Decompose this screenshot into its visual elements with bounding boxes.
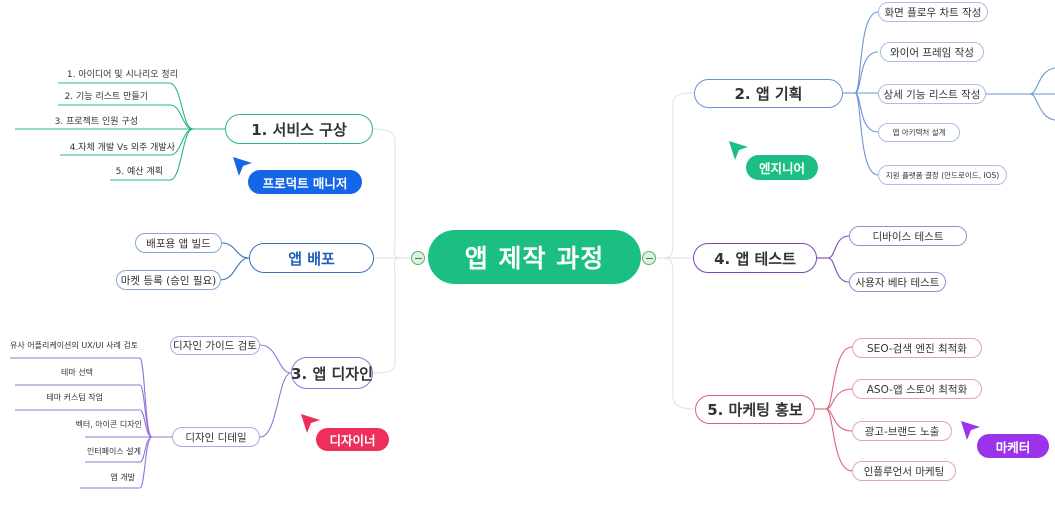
plan-item[interactable]: 와이어 프레임 작성 bbox=[880, 42, 984, 62]
branch-marketing[interactable]: 5. 마케팅 홍보 bbox=[695, 395, 815, 424]
branch-design[interactable]: 3. 앱 디자인 bbox=[291, 357, 373, 389]
cursor-pointer-icon bbox=[961, 421, 980, 440]
service-lines bbox=[15, 82, 225, 181]
marketing-item[interactable]: 인플루언서 마케팅 bbox=[852, 461, 956, 481]
test-item[interactable]: 디바이스 테스트 bbox=[849, 226, 967, 246]
deploy-item[interactable]: 마켓 등록 (승인 필요) bbox=[116, 270, 221, 290]
trunk-right-lines bbox=[657, 92, 695, 410]
role-tag-pm: 프로덕트 매니저 bbox=[248, 170, 362, 194]
service-item[interactable]: 1. 아이디어 및 시나리오 정리 bbox=[66, 70, 178, 80]
plan-lines bbox=[843, 11, 1055, 176]
branch-service[interactable]: 1. 서비스 구상 bbox=[225, 114, 373, 144]
marketing-item[interactable]: ASO-앱 스토어 최적화 bbox=[852, 379, 982, 399]
cursor-pointer-icon bbox=[233, 157, 252, 176]
plan-item[interactable]: 앱 아키텍처 설계 bbox=[878, 123, 960, 142]
design-detail-item[interactable]: 테마 선택 bbox=[61, 368, 93, 377]
plan-item[interactable]: 화면 플로우 차트 작성 bbox=[878, 2, 988, 22]
service-item[interactable]: 4.자체 개발 Vs 외주 개발사 bbox=[69, 143, 175, 153]
design-item[interactable]: 디자인 디테일 bbox=[172, 427, 260, 447]
role-tag-engineer: 엔지니어 bbox=[746, 155, 818, 180]
branch-deploy[interactable]: 앱 배포 bbox=[249, 243, 374, 273]
role-tag-designer: 디자이너 bbox=[316, 428, 389, 451]
service-item[interactable]: 2. 기능 리스트 만들기 bbox=[64, 92, 148, 102]
cursor-pointer-icon bbox=[729, 141, 748, 160]
design-detail-item[interactable]: 인터페이스 설계 bbox=[86, 447, 141, 456]
service-item[interactable]: 3. 프로젝트 인원 구성 bbox=[54, 117, 138, 127]
plan-item[interactable]: 지원 플랫폼 결정 (안드로이드, IOS) bbox=[878, 165, 1007, 185]
design-detail-item[interactable]: 앱 개발 bbox=[110, 473, 135, 482]
service-item[interactable]: 5. 예산 계획 bbox=[115, 167, 163, 177]
design-detail-item[interactable]: 벡터, 아이콘 디자인 bbox=[75, 420, 142, 429]
test-lines bbox=[817, 235, 850, 283]
minus-icon bbox=[414, 257, 422, 259]
collapse-right-toggle[interactable] bbox=[642, 251, 656, 265]
deploy-item[interactable]: 배포용 앱 빌드 bbox=[135, 233, 222, 253]
root-node[interactable]: 앱 제작 과정 bbox=[428, 230, 641, 284]
design-lines bbox=[10, 344, 292, 489]
role-tag-marketer: 마케터 bbox=[977, 434, 1049, 458]
branch-plan[interactable]: 2. 앱 기획 bbox=[694, 79, 843, 108]
design-detail-item[interactable]: 테마 커스텀 작업 bbox=[46, 393, 103, 402]
design-detail-item[interactable]: 유사 어플리케이션의 UX/UI 사례 검토 bbox=[10, 341, 139, 350]
marketing-lines bbox=[815, 346, 853, 472]
collapse-left-toggle[interactable] bbox=[411, 251, 425, 265]
deploy-lines bbox=[219, 242, 250, 281]
branch-test[interactable]: 4. 앱 테스트 bbox=[693, 243, 817, 273]
test-item[interactable]: 사용자 베타 테스트 bbox=[849, 272, 946, 292]
design-item[interactable]: 디자인 가이드 검토 bbox=[170, 336, 260, 355]
trunk-left-lines bbox=[371, 128, 410, 374]
marketing-item[interactable]: SEO-검색 엔진 최적화 bbox=[852, 338, 982, 358]
marketing-item[interactable]: 광고-브랜드 노출 bbox=[852, 421, 952, 441]
cursor-pointer-icon bbox=[301, 414, 320, 433]
minus-icon bbox=[645, 257, 653, 259]
plan-item[interactable]: 상세 기능 리스트 작성 bbox=[878, 84, 986, 104]
